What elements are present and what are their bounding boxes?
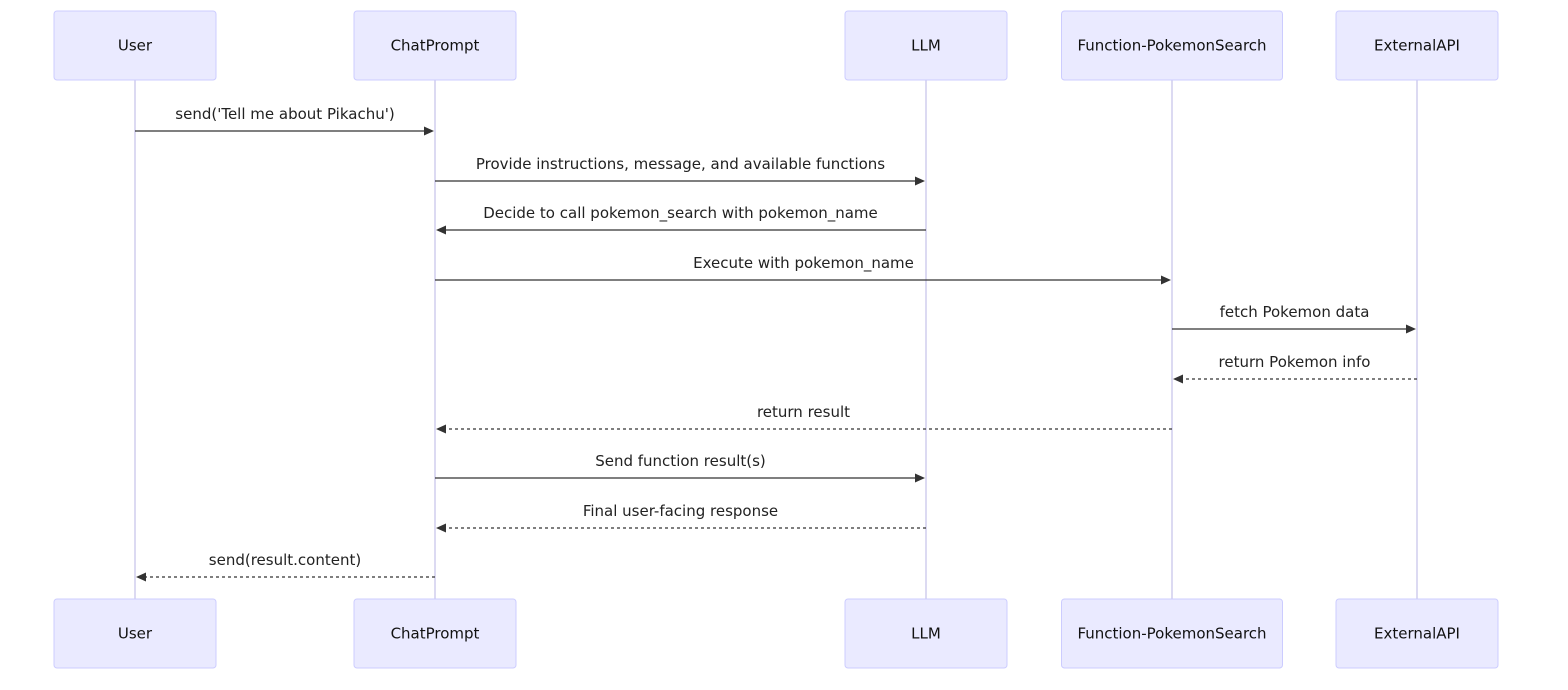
message-label: send(result.content) [209,551,361,569]
message-9: Final user-facing response [436,502,926,533]
actor-label: ChatPrompt [391,37,480,55]
actor-label: Function-PokemonSearch [1077,625,1266,643]
message-label: Send function result(s) [595,452,766,470]
message-label: Execute with pokemon_name [693,254,914,273]
actor-box [353,10,517,81]
message-label: Final user-facing response [583,502,778,520]
message-5: fetch Pokemon data [1172,303,1416,334]
message-10: send(result.content) [136,551,435,582]
actor-label: ExternalAPI [1374,37,1460,55]
actor-box [53,10,217,81]
message-6: return Pokemon info [1173,353,1417,384]
message-label: return result [757,403,850,421]
actor-bottom-user: User [53,598,217,669]
message-1: send('Tell me about Pikachu') [135,105,434,136]
actor-bottom-function: Function-PokemonSearch [1061,598,1283,669]
message-label: fetch Pokemon data [1220,303,1370,321]
actor-box [844,10,1008,81]
arrowhead-icon [436,424,446,434]
arrowhead-icon [436,523,446,533]
actor-top-function: Function-PokemonSearch [1061,10,1283,81]
actor-box [1335,598,1499,669]
message-3: Decide to call pokemon_search with pokem… [436,204,926,235]
actor-box [1061,598,1283,669]
arrowhead-icon [1173,374,1183,384]
actor-box [844,598,1008,669]
arrowhead-icon [1406,324,1416,334]
arrowhead-icon [424,126,434,136]
message-label: return Pokemon info [1219,353,1371,371]
message-label: Provide instructions, message, and avail… [476,155,885,173]
actor-label: Function-PokemonSearch [1077,37,1266,55]
message-label: Decide to call pokemon_search with pokem… [483,204,878,223]
arrowhead-icon [915,176,925,186]
actor-bottom-externalapi: ExternalAPI [1335,598,1499,669]
arrowhead-icon [915,473,925,483]
arrowhead-icon [436,225,446,235]
arrowhead-icon [136,572,146,582]
actor-label: LLM [911,37,941,55]
actor-bottom-chatprompt: ChatPrompt [353,598,517,669]
message-7: return result [436,403,1172,434]
actor-top-llm: LLM [844,10,1008,81]
message-4: Execute with pokemon_name [435,254,1171,285]
actor-label: ChatPrompt [391,625,480,643]
actor-box [53,598,217,669]
actor-label: User [118,37,153,55]
actor-top-chatprompt: ChatPrompt [353,10,517,81]
message-8: Send function result(s) [435,452,925,483]
actor-label: ExternalAPI [1374,625,1460,643]
actor-top-externalapi: ExternalAPI [1335,10,1499,81]
arrowhead-icon [1161,275,1171,285]
actor-box [353,598,517,669]
message-label: send('Tell me about Pikachu') [175,105,394,123]
actor-top-user: User [53,10,217,81]
actor-label: User [118,625,153,643]
actor-box [1335,10,1499,81]
actor-bottom-llm: LLM [844,598,1008,669]
message-2: Provide instructions, message, and avail… [435,155,925,186]
actor-label: LLM [911,625,941,643]
actor-box [1061,10,1283,81]
